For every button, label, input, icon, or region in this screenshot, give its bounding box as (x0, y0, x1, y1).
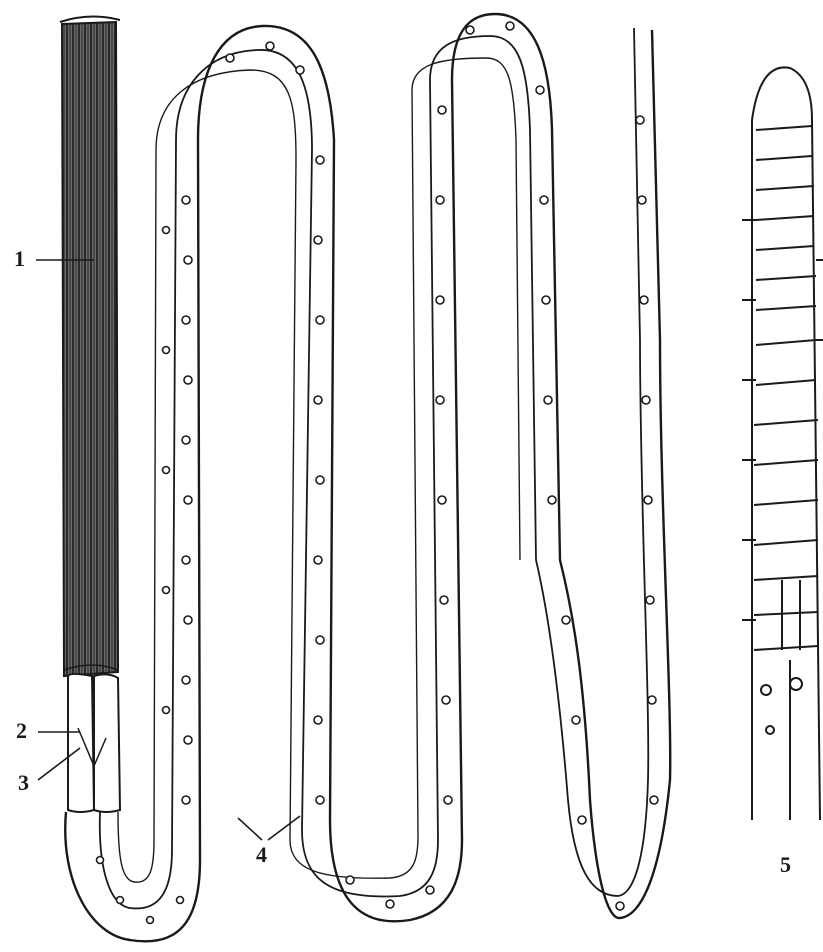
label-3: 3 (18, 770, 29, 796)
label-2: 2 (16, 718, 27, 744)
nuclei (97, 22, 659, 924)
label-1: 1 (14, 246, 25, 272)
segment-5-segmented-tube (742, 67, 823, 820)
label-4: 4 (256, 842, 267, 868)
segment-2-3-neck-cells (68, 674, 120, 812)
segment-4-convoluted-tube (65, 14, 670, 941)
label-5: 5 (780, 852, 791, 878)
segment-1-striated (60, 16, 120, 676)
